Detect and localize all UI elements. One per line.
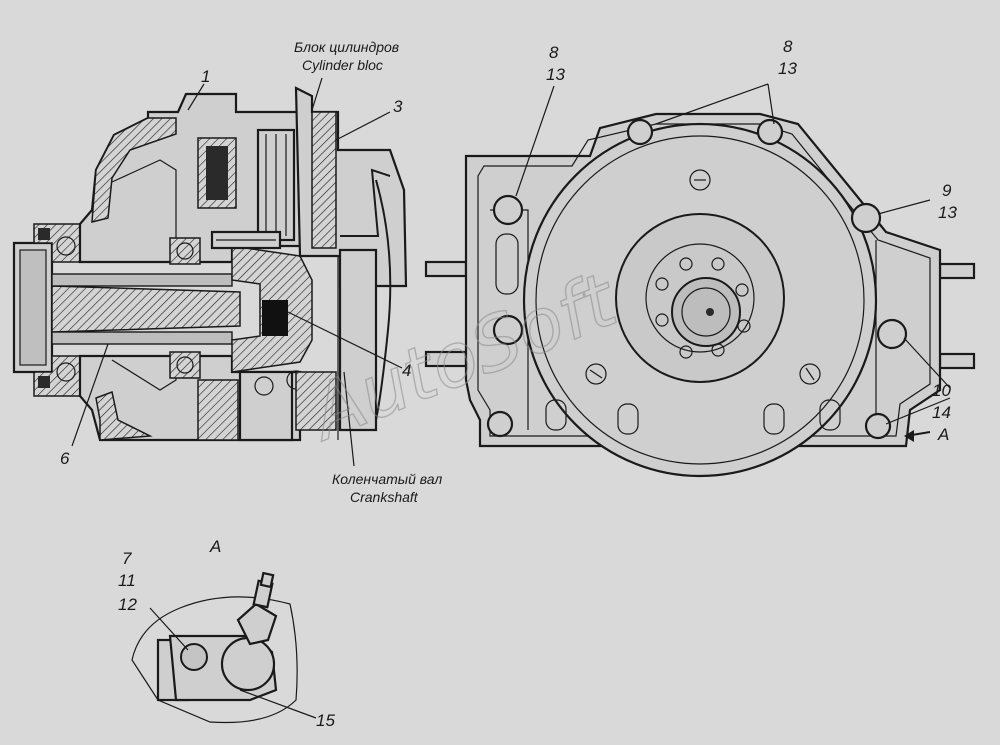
crankshaft-label-ru: Коленчатый вал [332, 471, 442, 487]
housing-bolts [486, 118, 908, 440]
callout-6: 6 [60, 449, 70, 468]
callout-13-side: 13 [938, 203, 957, 222]
callout-9: 9 [942, 181, 952, 200]
stud-upper-right [938, 262, 976, 280]
callout-10: 10 [932, 381, 951, 400]
view-a-title: A [209, 537, 221, 556]
bolt-head [180, 643, 208, 671]
sectional-view [12, 86, 408, 442]
callout-8-left: 8 [549, 43, 559, 62]
view-a-arrow-label: A [937, 425, 949, 444]
crankshaft-label-en: Crankshaft [350, 489, 419, 505]
callout-15: 15 [316, 711, 335, 730]
sensor-body [220, 636, 276, 692]
front-view [424, 112, 976, 478]
cover-screw-right [799, 363, 821, 385]
callout-14: 14 [932, 403, 951, 422]
cover-screw-top [689, 169, 711, 191]
callout-13-right: 13 [778, 59, 797, 78]
output-shaft [51, 285, 241, 333]
callout-13-left: 13 [546, 65, 565, 84]
crankshaft-flange [338, 248, 378, 432]
view-a-detail [131, 571, 298, 724]
callout-3: 3 [393, 97, 403, 116]
callout-11: 11 [118, 571, 136, 590]
callout-8-right: 8 [783, 37, 793, 56]
callout-12: 12 [118, 595, 137, 614]
cover-screw-left [585, 363, 607, 385]
callout-4: 4 [402, 361, 411, 380]
leader-lines [71, 77, 951, 719]
cylinder-block-label-en: Cylinder bloc [302, 57, 383, 73]
stud-lower-right [938, 352, 976, 370]
callout-7: 7 [122, 549, 132, 568]
callout-1: 1 [201, 67, 210, 86]
cylinder-block-label-ru: Блок цилиндров [294, 39, 399, 55]
stud-upper-left [424, 260, 468, 278]
